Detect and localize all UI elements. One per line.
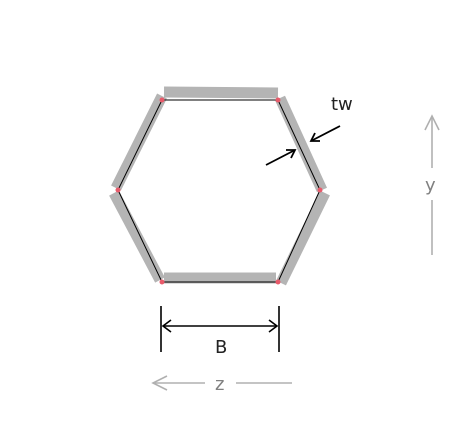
- y-axis-label: y: [425, 175, 436, 196]
- vertex-nodes: [115, 97, 323, 285]
- vertex-node-bottom-right: [275, 279, 281, 285]
- wall-top: [163, 86, 279, 99]
- hexagon-walls: [109, 86, 330, 286]
- z-axis-label: z: [215, 374, 224, 395]
- y-axis-arrow-head: [424, 114, 440, 131]
- thickness-arrow-outer-shaft: [310, 125, 341, 142]
- width-dimension: [160, 306, 280, 352]
- width-arrow-left-head: [161, 319, 172, 333]
- thickness-arrows: [265, 125, 341, 166]
- wall-top-left: [111, 93, 167, 191]
- z-axis-arrow-head: [151, 375, 168, 391]
- wall-bottom-left: [109, 190, 165, 283]
- vertex-node-left: [115, 187, 121, 193]
- thickness-arrow-inner-head: [286, 149, 297, 159]
- z-axis: [151, 375, 292, 391]
- vertex-node-right: [317, 187, 323, 193]
- wall-bottom-right: [276, 190, 330, 286]
- vertex-node-bottom-left: [159, 279, 165, 285]
- wall-top-right: [274, 95, 328, 193]
- thickness-label: tw: [331, 94, 353, 115]
- width-arrow-right-head: [268, 319, 279, 333]
- thickness-arrow-outer-head: [309, 132, 320, 142]
- vertex-node-top-right: [275, 97, 281, 103]
- vertex-node-top-left: [159, 97, 165, 103]
- width-label: B: [215, 337, 227, 358]
- y-axis: [424, 114, 440, 255]
- thickness-arrow-inner-shaft: [265, 149, 296, 166]
